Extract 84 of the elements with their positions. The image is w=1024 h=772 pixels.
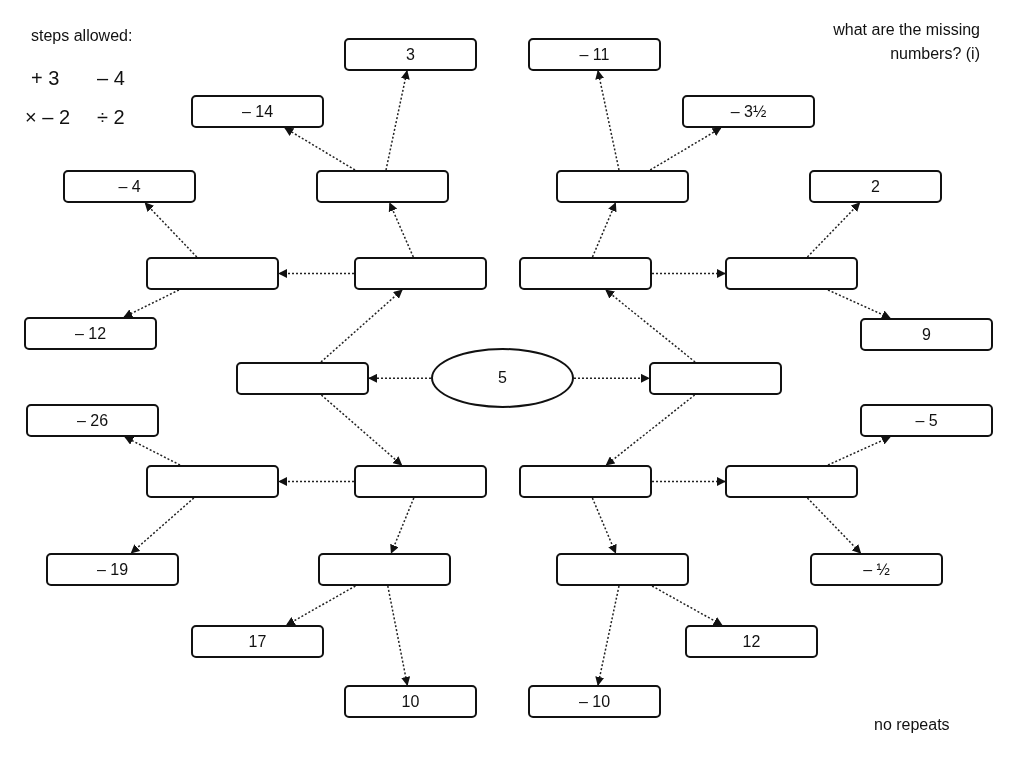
answer-box xyxy=(316,170,449,203)
number-text: 5 xyxy=(498,369,507,387)
answer-box xyxy=(236,362,369,395)
note-text: no repeats xyxy=(874,716,950,734)
dotted-arrow xyxy=(591,202,617,258)
question-text: what are the missing numbers? (i) xyxy=(832,20,980,64)
number-text: – 11 xyxy=(579,45,610,64)
dotted-arrow xyxy=(123,289,180,318)
answer-box xyxy=(354,465,487,498)
answer-box xyxy=(725,465,858,498)
dotted-arrow xyxy=(827,289,891,319)
number-text: 10 xyxy=(401,692,420,711)
dotted-arrow xyxy=(651,585,723,626)
dotted-arrow xyxy=(388,202,415,258)
answer-box xyxy=(354,257,487,290)
number-text: – 12 xyxy=(74,324,107,343)
answer-box xyxy=(649,362,782,395)
dotted-arrow xyxy=(605,394,696,466)
number-box xyxy=(809,170,942,203)
number-box xyxy=(46,553,179,586)
dotted-arrow xyxy=(320,289,403,363)
dotted-arrow xyxy=(649,127,722,171)
number-text: – ½ xyxy=(863,560,890,579)
number-box xyxy=(344,685,477,718)
number-text: 3 xyxy=(406,45,415,64)
heading-text: steps allowed: xyxy=(31,27,133,45)
number-text: 12 xyxy=(742,632,761,651)
number-box xyxy=(191,625,324,658)
number-text: – 10 xyxy=(578,692,611,711)
dotted-arrow xyxy=(387,585,411,686)
answer-box xyxy=(519,465,652,498)
dotted-arrow xyxy=(827,436,891,466)
number-text: 2 xyxy=(871,177,880,196)
number-box xyxy=(528,685,661,718)
number-box xyxy=(685,625,818,658)
dotted-arrow xyxy=(651,269,726,278)
number-text: – 14 xyxy=(241,102,274,121)
number-text: – 3½ xyxy=(730,102,767,121)
number-box xyxy=(344,38,477,71)
dotted-arrow xyxy=(591,497,617,554)
operation-text: – 4 xyxy=(97,67,125,90)
number-box xyxy=(26,404,159,437)
answer-box xyxy=(556,553,689,586)
number-text: 17 xyxy=(248,632,267,651)
dotted-arrow xyxy=(144,202,198,258)
answer-box xyxy=(556,170,689,203)
dotted-arrow xyxy=(573,373,650,383)
dotted-arrow xyxy=(368,373,432,383)
number-text: – 4 xyxy=(118,177,141,196)
number-box xyxy=(810,553,943,586)
number-box xyxy=(24,317,157,350)
dotted-arrow xyxy=(285,585,357,626)
answer-box xyxy=(318,553,451,586)
number-text: – 19 xyxy=(96,560,129,579)
number-box xyxy=(860,404,993,437)
dotted-arrow xyxy=(806,497,862,554)
number-box xyxy=(63,170,196,203)
dotted-arrow xyxy=(320,394,403,466)
dotted-arrow xyxy=(806,202,861,258)
dotted-arrow xyxy=(595,70,620,171)
dotted-arrow xyxy=(278,477,355,486)
number-text: – 26 xyxy=(76,411,109,430)
dotted-arrow xyxy=(284,127,356,171)
number-box xyxy=(860,318,993,351)
dotted-arrow xyxy=(595,585,620,686)
number-box xyxy=(191,95,324,128)
answer-box xyxy=(146,465,279,498)
answer-box xyxy=(146,257,279,290)
dotted-arrow xyxy=(385,70,410,171)
dotted-arrow xyxy=(124,436,181,466)
number-text: 9 xyxy=(922,325,931,344)
operation-text: ÷ 2 xyxy=(97,106,125,129)
operation-text: + 3 xyxy=(31,67,60,90)
operation-text: × – 2 xyxy=(25,106,71,129)
number-box xyxy=(528,38,661,71)
answer-box xyxy=(519,257,652,290)
dotted-arrow xyxy=(130,497,195,554)
dotted-arrow xyxy=(278,269,355,278)
number-text: – 5 xyxy=(915,411,938,430)
answer-box xyxy=(725,257,858,290)
dotted-arrow xyxy=(605,289,696,363)
number-box xyxy=(682,95,815,128)
dotted-arrow xyxy=(390,497,415,554)
dotted-arrow xyxy=(651,477,726,486)
